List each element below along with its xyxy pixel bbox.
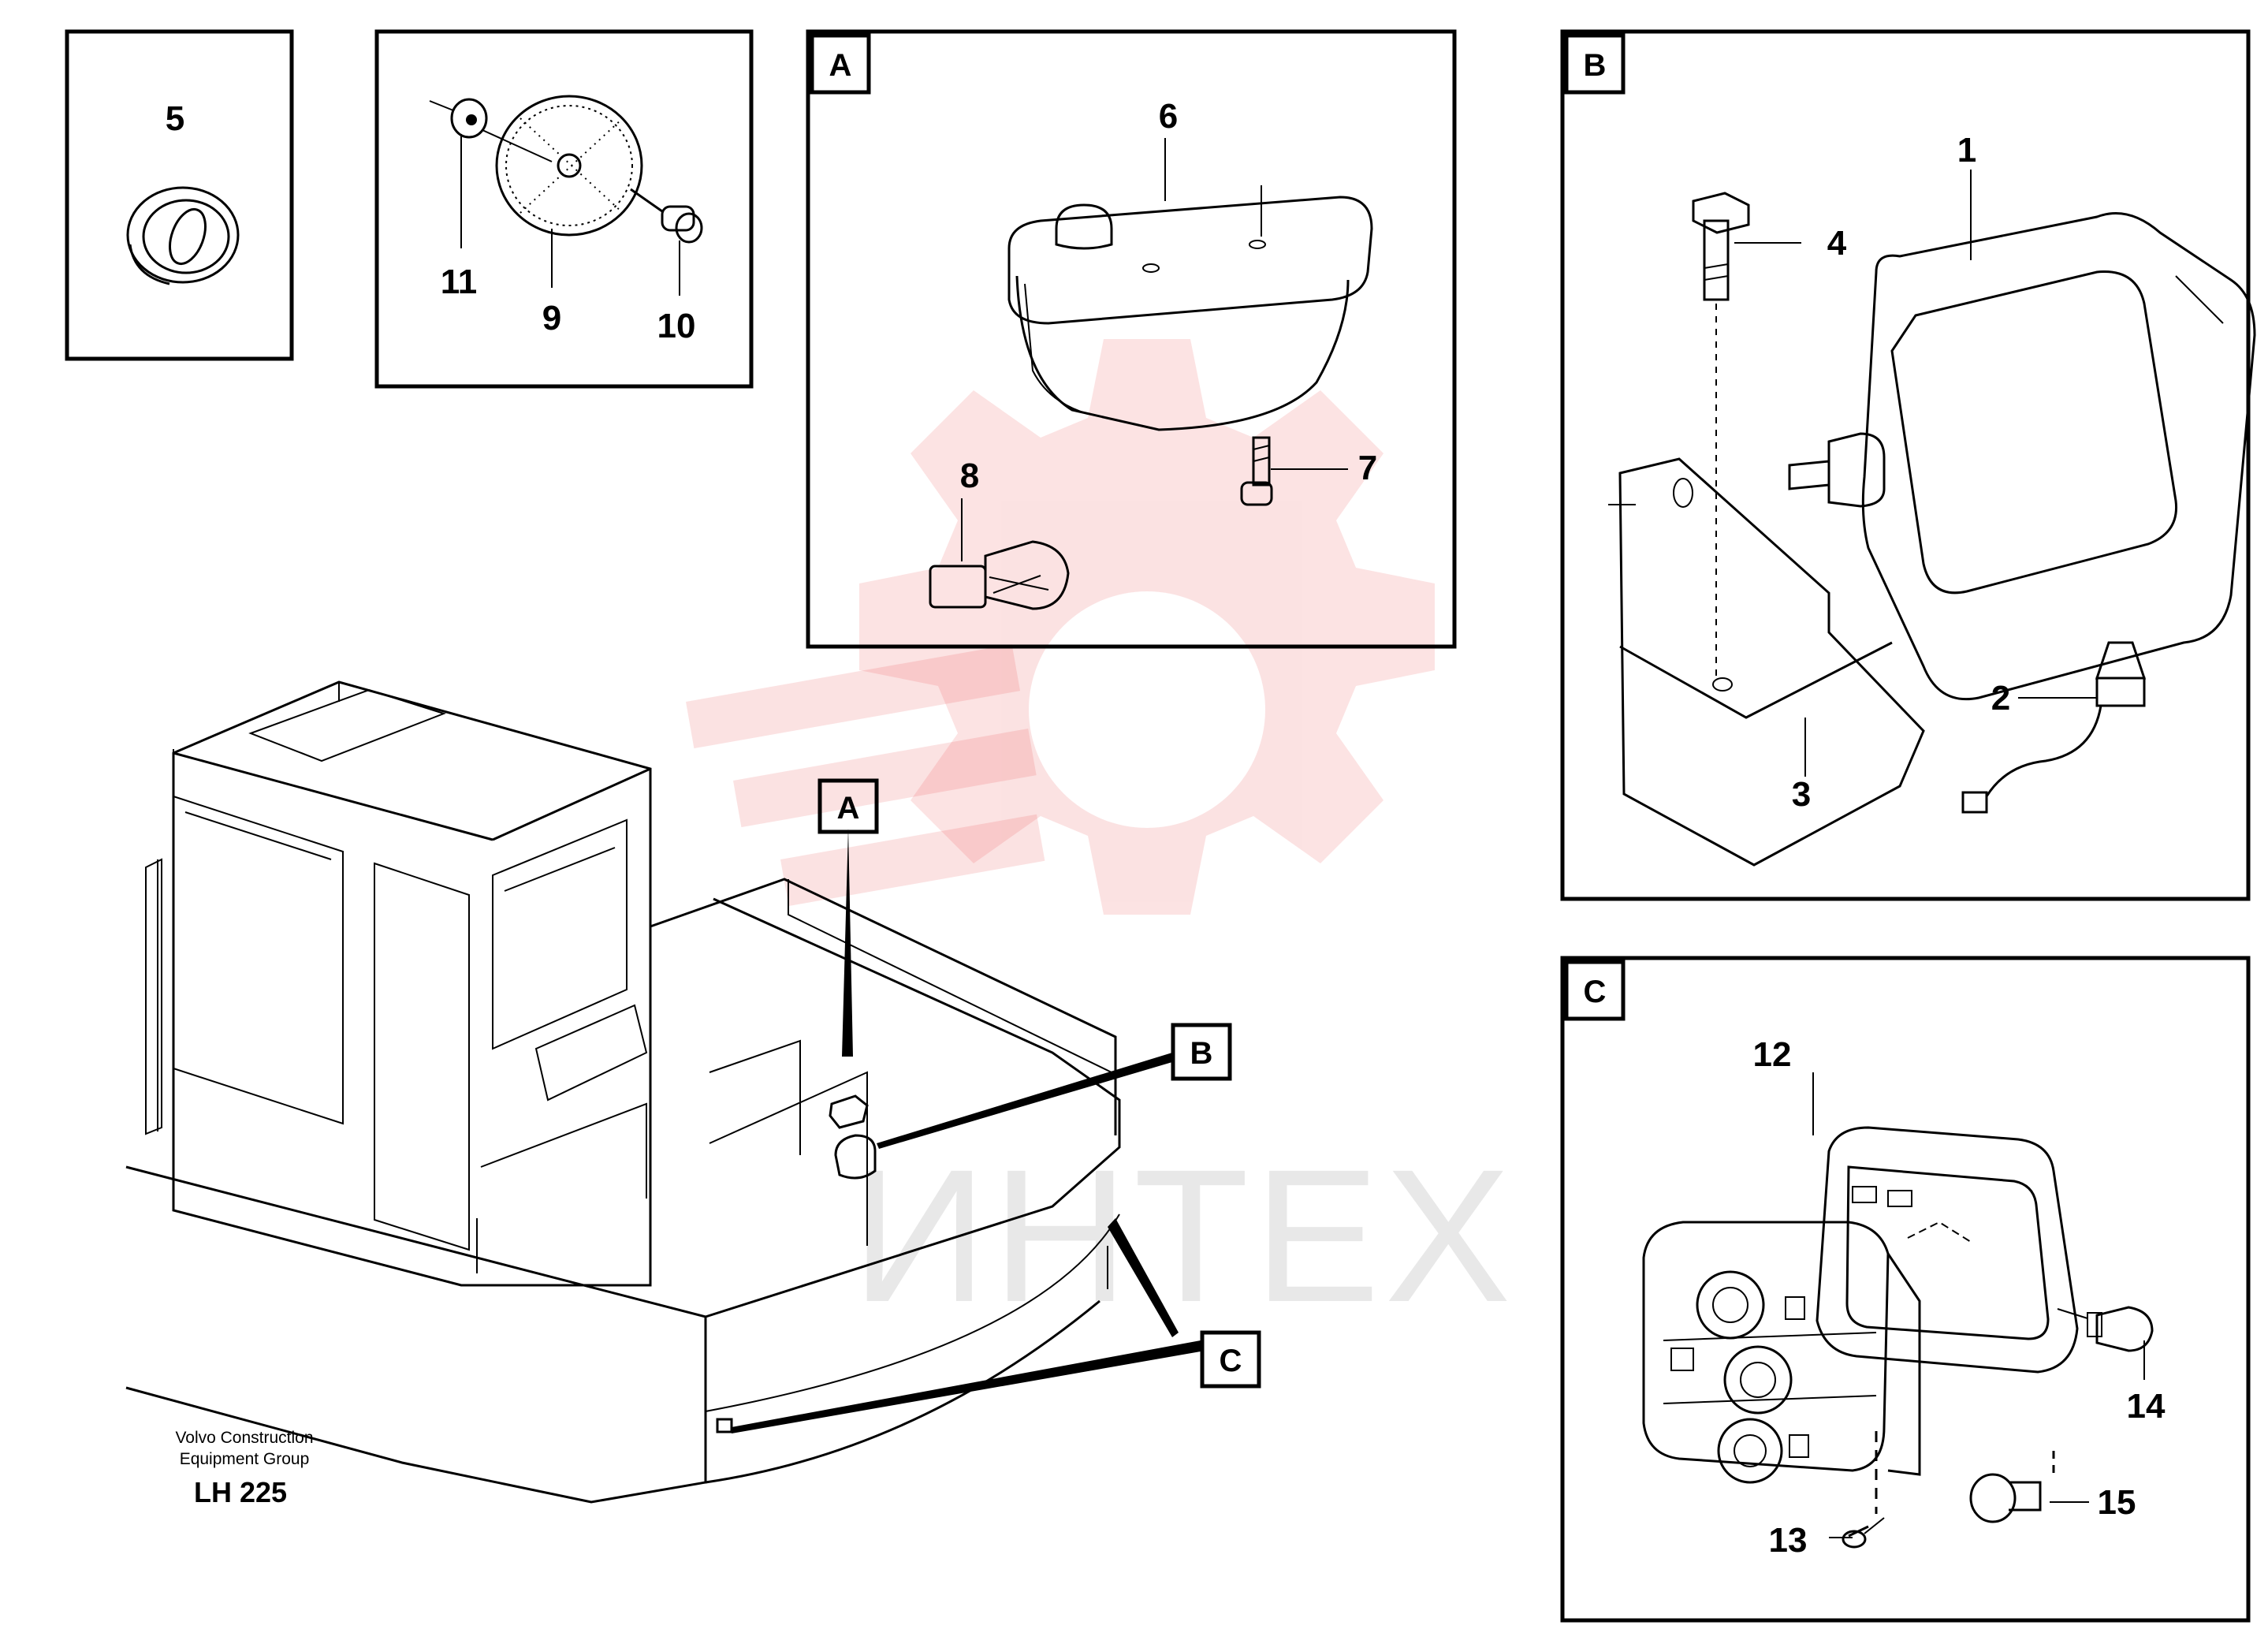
callout-6: 6 bbox=[1159, 97, 1178, 136]
tag-a-text: A bbox=[837, 791, 860, 826]
bolt-icon bbox=[1692, 192, 1750, 678]
tag-b bbox=[1171, 1023, 1232, 1081]
caption-code: LH 225 bbox=[194, 1476, 287, 1508]
bulb-15-icon bbox=[1969, 1451, 2055, 1523]
callout-9: 9 bbox=[542, 299, 561, 337]
reflector-icon bbox=[495, 95, 643, 237]
callout-7: 7 bbox=[1358, 449, 1377, 487]
callout-4: 4 bbox=[1827, 224, 1847, 263]
tag-b-text: B bbox=[1190, 1036, 1213, 1071]
caption-line-1: Volvo Construction bbox=[175, 1429, 313, 1447]
headlamp-icon bbox=[1788, 212, 2256, 701]
callout-12: 12 bbox=[1753, 1035, 1792, 1074]
excavator-upper-structure-icon bbox=[125, 680, 1121, 1504]
detail-a-tag-text: A bbox=[829, 48, 852, 83]
callout-15: 15 bbox=[2098, 1483, 2136, 1522]
tag-a bbox=[817, 778, 879, 834]
caption-line-2: Equipment Group bbox=[180, 1450, 310, 1468]
detail-b-tag-text: B bbox=[1584, 48, 1607, 83]
panel-reflector bbox=[374, 29, 754, 389]
lamp-screw-icon bbox=[1842, 1431, 1885, 1549]
screw-icon bbox=[630, 188, 703, 244]
tail-lamp-housing-icon bbox=[1816, 1126, 2079, 1374]
detail-c-tag bbox=[1564, 960, 1626, 1021]
detail-c-frame bbox=[1560, 956, 2251, 1623]
grommet-icon bbox=[126, 186, 240, 285]
panel-grommet bbox=[65, 29, 294, 361]
callout-8: 8 bbox=[960, 457, 979, 495]
small-bulb-icon bbox=[2057, 1306, 2154, 1352]
watermark-text: ИНТЕХ bbox=[851, 1130, 1516, 1341]
bulb-icon bbox=[929, 540, 1070, 610]
callout-1: 1 bbox=[1957, 131, 1976, 170]
callout-5: 5 bbox=[166, 99, 184, 138]
detail-b-frame bbox=[1560, 29, 2251, 901]
watermark-bars-icon bbox=[686, 644, 1045, 907]
tag-c-text: C bbox=[1220, 1344, 1242, 1378]
detail-c-tag-text: C bbox=[1584, 975, 1607, 1009]
callout-10: 10 bbox=[657, 307, 696, 345]
marker-lamp-icon bbox=[1007, 185, 1373, 431]
detail-a-tag bbox=[810, 33, 871, 95]
detail-a-frame bbox=[806, 29, 1457, 649]
nut-icon bbox=[429, 98, 488, 139]
tail-lamp-lens-icon bbox=[1642, 1221, 1921, 1484]
callout-13: 13 bbox=[1769, 1521, 1808, 1560]
bracket-icon bbox=[1608, 457, 1925, 867]
bolt-icon bbox=[1240, 436, 1273, 506]
callout-14: 14 bbox=[2127, 1387, 2166, 1426]
bulb-socket-icon bbox=[1961, 641, 2147, 814]
leader-lines bbox=[732, 828, 1201, 1433]
detail-b-tag bbox=[1564, 33, 1626, 95]
callout-3: 3 bbox=[1792, 775, 1811, 814]
tag-c bbox=[1200, 1330, 1261, 1389]
callout-2: 2 bbox=[1991, 679, 2010, 718]
watermark-gear-icon bbox=[859, 339, 1435, 915]
callout-11: 11 bbox=[441, 263, 478, 301]
